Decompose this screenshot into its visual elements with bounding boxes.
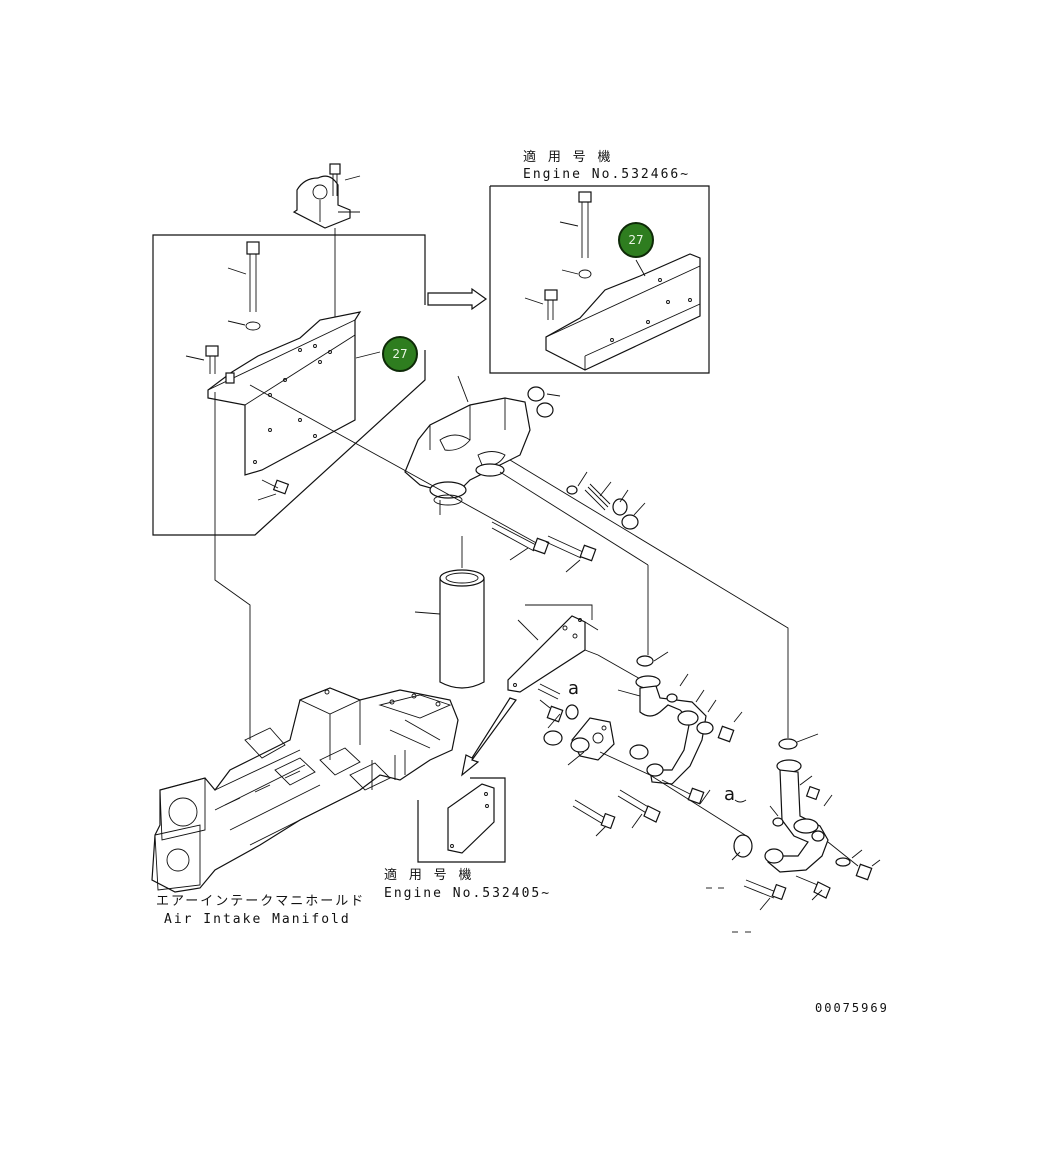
manifold-label-en: Air Intake Manifold bbox=[164, 912, 351, 927]
arrow-to-new-bracket bbox=[427, 287, 488, 311]
manifold-label-jp: エアーインテークマニホールド bbox=[156, 894, 366, 909]
detail-box bbox=[417, 777, 506, 863]
valve-parts bbox=[566, 471, 646, 530]
breather-bracket-part bbox=[507, 604, 643, 700]
small-bolt-part bbox=[185, 345, 219, 374]
long-bolt-part bbox=[227, 241, 260, 312]
bolt-part bbox=[572, 799, 616, 837]
right-bracket-group bbox=[489, 185, 710, 374]
reference-arrow-icon bbox=[734, 799, 747, 803]
pipe-part bbox=[617, 651, 743, 805]
air-intake-manifold-part bbox=[151, 687, 459, 893]
gasket-part bbox=[629, 744, 649, 760]
gasket-part bbox=[733, 834, 753, 858]
reference-letter: a bbox=[724, 784, 736, 805]
bolt-part bbox=[795, 875, 831, 901]
applicability-label-jp: 適 用 号 機 bbox=[523, 150, 613, 165]
bolt-part bbox=[257, 479, 290, 501]
filter-element-part bbox=[414, 500, 485, 689]
bolt-part bbox=[545, 535, 597, 573]
drawing-number: 00075969 bbox=[815, 1001, 889, 1015]
arrow-to-detail bbox=[461, 697, 517, 777]
long-bolt-part bbox=[559, 191, 592, 258]
bolt-part bbox=[491, 521, 550, 561]
part-callout-27-old-bracket[interactable]: 27 bbox=[382, 336, 418, 372]
bolt-part bbox=[565, 704, 579, 720]
left-bracket-group bbox=[152, 163, 426, 740]
applicability-label-engine-no: Engine No.532466~ bbox=[523, 167, 691, 182]
gasket-part bbox=[543, 730, 563, 746]
bolt-part bbox=[743, 879, 787, 911]
flange-part bbox=[567, 717, 651, 776]
plug-part bbox=[527, 386, 561, 418]
applicability-label-engine-no: Engine No.532405~ bbox=[384, 886, 552, 901]
pipe-part bbox=[764, 733, 881, 881]
bolt-part bbox=[617, 789, 661, 829]
plate-bracket-part bbox=[207, 311, 362, 476]
small-bolt-part bbox=[524, 289, 558, 320]
bolt-part bbox=[539, 699, 564, 729]
angle-bracket-part bbox=[545, 253, 701, 371]
reference-letter: a bbox=[568, 678, 580, 699]
bolt-part bbox=[329, 163, 361, 196]
mount-bracket-part bbox=[292, 175, 360, 229]
filter-head-part bbox=[404, 375, 531, 506]
part-callout-27-new-bracket[interactable]: 27 bbox=[618, 222, 654, 258]
applicability-label-jp: 適 用 号 機 bbox=[384, 868, 474, 883]
